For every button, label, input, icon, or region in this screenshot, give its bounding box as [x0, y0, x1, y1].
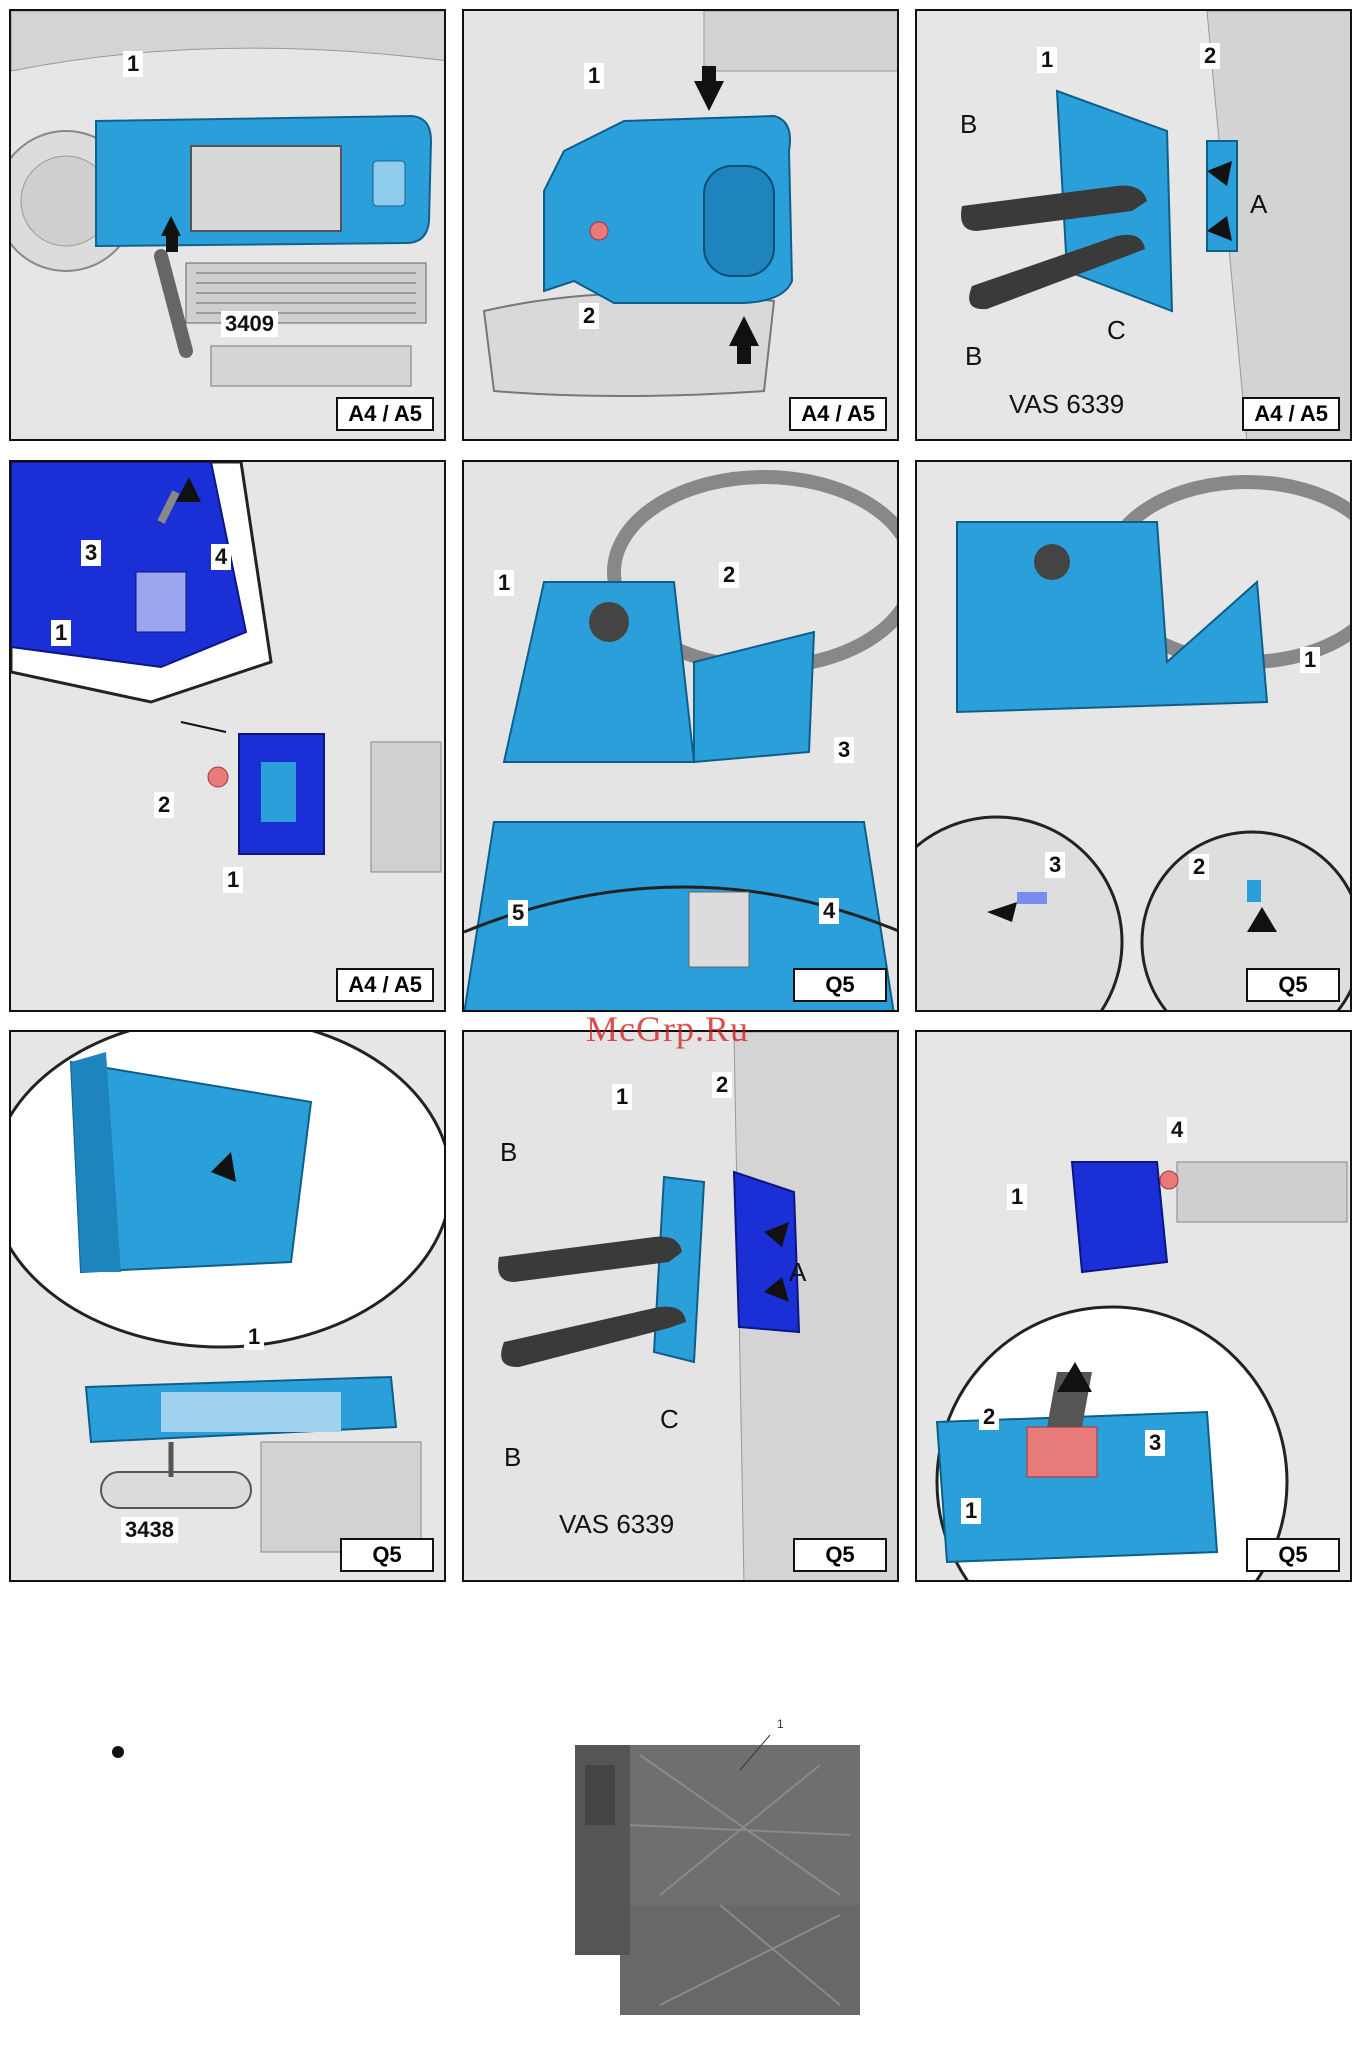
callout-B-bottom: B [965, 341, 982, 371]
model-badge: Q5 [793, 968, 887, 1002]
panel-p8: 1 2 B A B C VAS 6339 Q5 [462, 1030, 899, 1582]
illustration-p1 [11, 11, 446, 441]
callout-3409: 3409 [221, 311, 278, 337]
callout-C: C [660, 1404, 679, 1434]
callout-4: 4 [1167, 1117, 1187, 1143]
callout-1: 1 [1300, 647, 1320, 673]
callout-2: 2 [579, 303, 599, 329]
model-badge: A4 / A5 [336, 397, 434, 431]
illustration-p7 [11, 1032, 446, 1582]
callout-A: A [789, 1257, 806, 1287]
callout-4: 4 [819, 898, 839, 924]
callout-B-top: B [960, 109, 977, 139]
callout-A: A [1250, 189, 1267, 219]
callout-vas-6339: VAS 6339 [1009, 389, 1124, 419]
callout-2: 2 [712, 1072, 732, 1098]
callout-vas-6339: VAS 6339 [559, 1509, 674, 1539]
callout-3: 3 [1045, 852, 1065, 878]
model-badge: Q5 [1246, 968, 1340, 1002]
model-badge: Q5 [340, 1538, 434, 1572]
illustration-p8 [464, 1032, 899, 1582]
callout-4: 4 [211, 544, 231, 570]
callout-1-inset: 1 [961, 1498, 981, 1524]
callout-3: 3 [81, 540, 101, 566]
callout-2: 2 [1189, 854, 1209, 880]
model-badge: A4 / A5 [336, 968, 434, 1002]
part-photo [540, 1725, 880, 2035]
model-badge: Q5 [793, 1538, 887, 1572]
illustration-p6 [917, 462, 1352, 1012]
panel-p6: 1 3 2 Q5 [915, 460, 1352, 1012]
callout-3: 3 [1145, 1430, 1165, 1456]
callout-1: 1 [244, 1324, 264, 1350]
bullet-point [112, 1746, 124, 1758]
callout-2: 2 [1200, 43, 1220, 69]
callout-2: 2 [979, 1404, 999, 1430]
callout-1: 1 [123, 51, 143, 77]
callout-2: 2 [719, 562, 739, 588]
model-badge: A4 / A5 [1242, 397, 1340, 431]
callout-1: 1 [612, 1084, 632, 1110]
illustration-p3 [917, 11, 1352, 441]
callout-3: 3 [834, 737, 854, 763]
callout-1: 1 [1037, 47, 1057, 73]
callout-B-bottom: B [504, 1442, 521, 1472]
watermark: McGrp.Ru [586, 1008, 749, 1050]
panel-p7: 1 3438 Q5 [9, 1030, 446, 1582]
panel-p2: 1 2 A4 / A5 [462, 9, 899, 441]
panel-p3: 1 2 A B B C VAS 6339 A4 / A5 [915, 9, 1352, 441]
callout-1-inset: 1 [51, 620, 71, 646]
callout-C: C [1107, 315, 1126, 345]
panel-p4: 3 4 1 2 1 A4 / A5 [9, 460, 446, 1012]
model-badge: Q5 [1246, 1538, 1340, 1572]
callout-1: 1 [584, 63, 604, 89]
illustration-p2 [464, 11, 899, 441]
illustration-p9 [917, 1032, 1352, 1582]
callout-5: 5 [508, 900, 528, 926]
model-badge: A4 / A5 [789, 397, 887, 431]
callout-3438: 3438 [121, 1517, 178, 1543]
panel-p5: 1 2 3 5 4 Q5 [462, 460, 899, 1012]
callout-1: 1 [1007, 1184, 1027, 1210]
callout-2: 2 [154, 792, 174, 818]
callout-1: 1 [494, 570, 514, 596]
panel-p9: 4 1 2 3 1 Q5 [915, 1030, 1352, 1582]
callout-1: 1 [223, 867, 243, 893]
panel-p1: 1 3409 A4 / A5 [9, 9, 446, 441]
photo-callout-1: 1 [777, 1717, 784, 1731]
callout-B-top: B [500, 1137, 517, 1167]
